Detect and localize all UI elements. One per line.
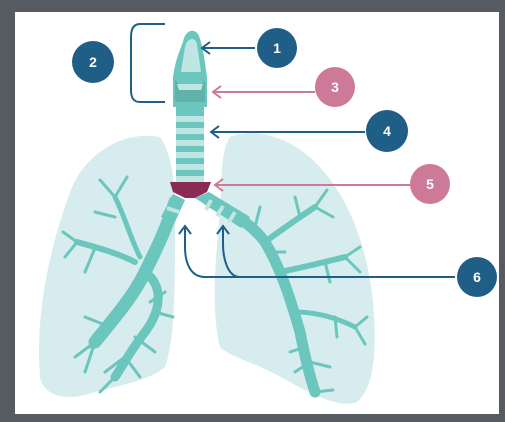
larynx (173, 31, 207, 107)
label-badge-4[interactable]: 4 (366, 110, 408, 152)
svg-text:6: 6 (473, 269, 481, 285)
label-badge-1[interactable]: 1 (257, 28, 297, 68)
label-badge-3[interactable]: 3 (315, 67, 355, 107)
arrow-1 (202, 42, 255, 54)
bracket-2 (131, 24, 165, 102)
svg-text:4: 4 (383, 123, 391, 139)
svg-text:2: 2 (89, 54, 97, 70)
label-badge-5[interactable]: 5 (410, 164, 450, 204)
label-badge-2[interactable]: 2 (72, 41, 114, 83)
label-badge-6[interactable]: 6 (457, 257, 497, 297)
svg-text:3: 3 (331, 79, 339, 95)
svg-text:5: 5 (426, 176, 434, 192)
trachea (176, 107, 204, 187)
svg-text:1: 1 (273, 40, 281, 56)
arrow-3 (213, 86, 315, 98)
diagram-canvas: 1 2 3 4 5 6 (15, 12, 499, 414)
respiratory-system-diagram: 1 2 3 4 5 6 (15, 12, 499, 414)
